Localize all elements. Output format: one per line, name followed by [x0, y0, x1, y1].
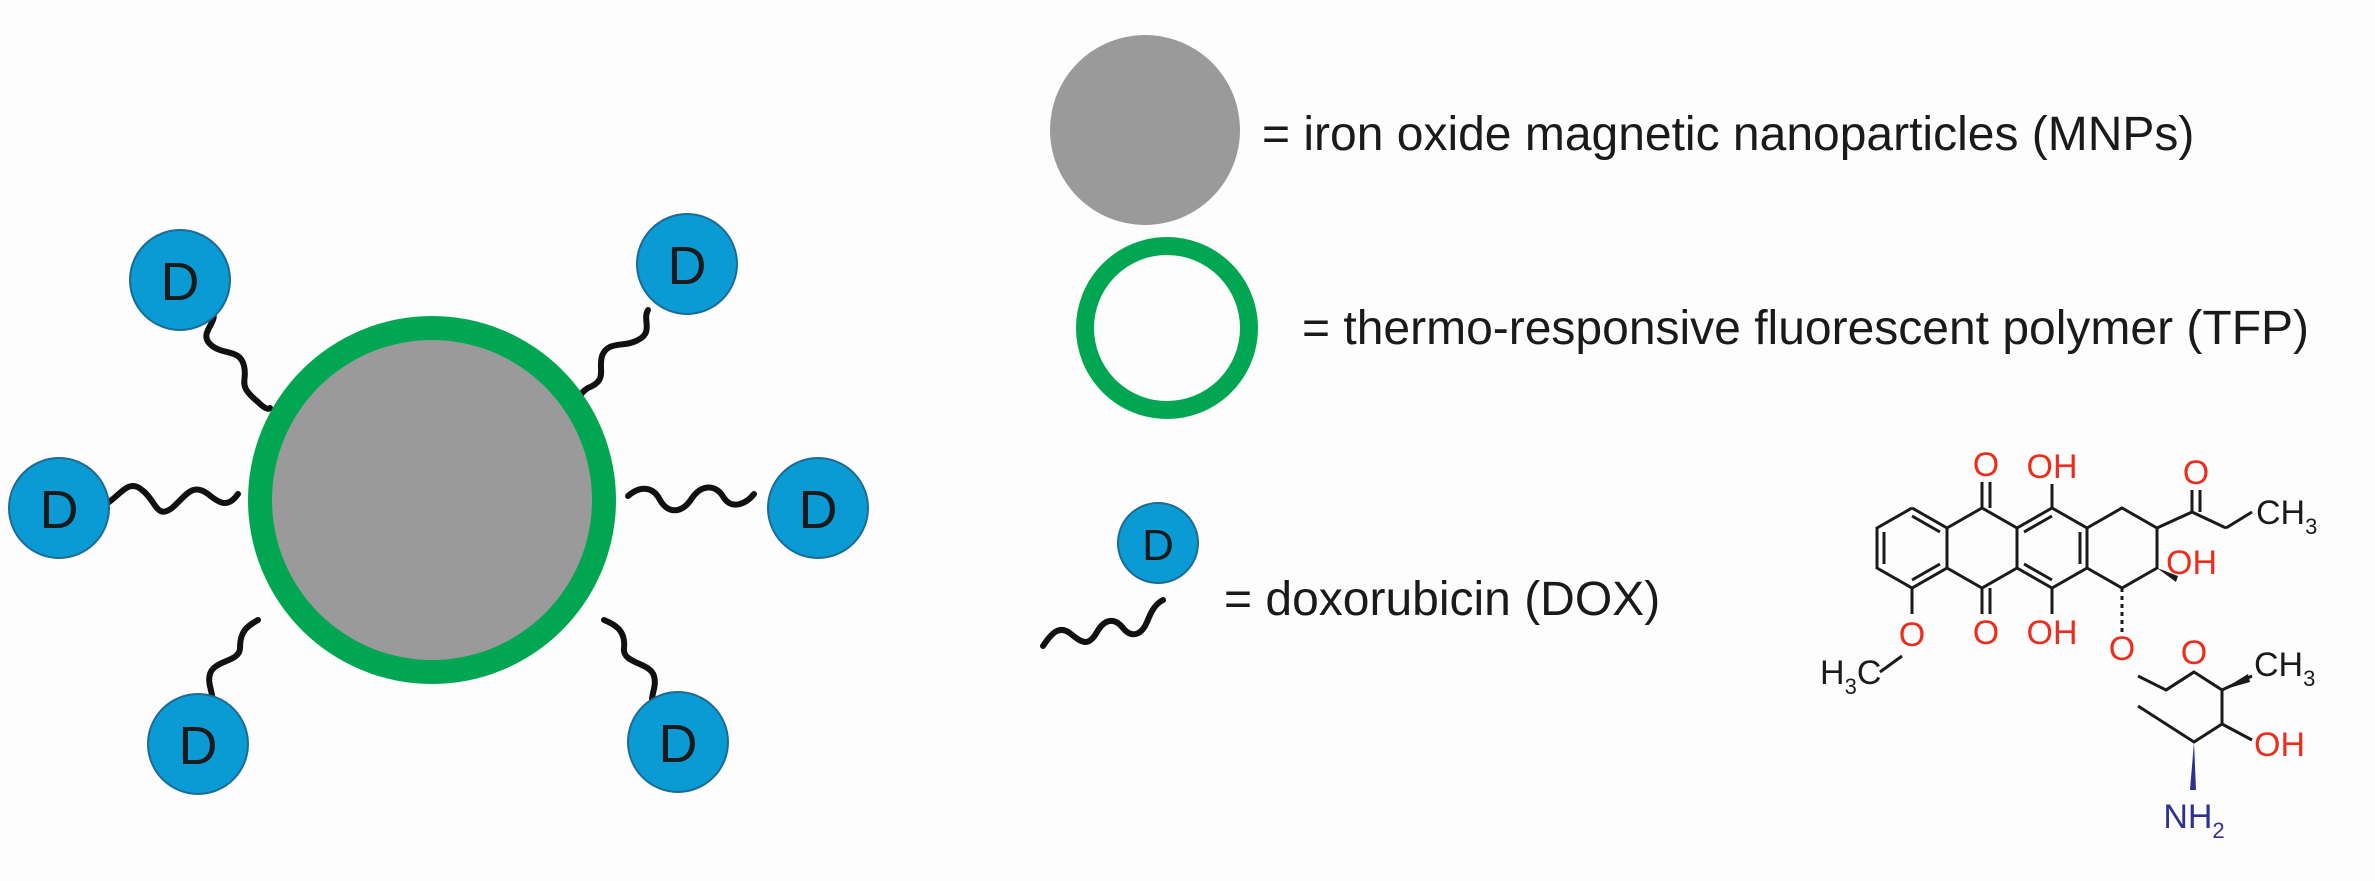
drug-sphere-upper-left: D — [129, 229, 231, 331]
atom-glycosidic-oxygen: O — [2109, 630, 2135, 668]
drug-label: D — [161, 252, 200, 312]
magnetic-core — [272, 340, 592, 660]
drug-sphere-left: D — [8, 457, 110, 559]
legend-dox-sphere: D — [1117, 502, 1199, 584]
atom-amine: NH2 — [2163, 798, 2224, 843]
atom-sidechain-methyl: CH3 — [2256, 494, 2317, 539]
legend: = iron oxide magnetic nanoparticles (MNP… — [1040, 35, 2309, 649]
linker-left — [103, 483, 241, 515]
atom-hydroxyl-ring-d: OH — [2166, 544, 2217, 582]
drug-label: D — [668, 236, 707, 296]
atom-ketone-top: O — [1973, 446, 1999, 484]
atom-sidechain-ketone: O — [2183, 454, 2209, 492]
legend-tfp-swatch — [1076, 237, 1258, 419]
legend-dox-linker — [1040, 597, 1166, 649]
wedge-bond-ch3 — [2222, 674, 2250, 690]
legend-mnp-swatch — [1050, 35, 1240, 225]
atom-methoxy-methyl: H3C — [1820, 654, 1881, 699]
atom-methoxy-oxygen: O — [1899, 616, 1925, 654]
doxorubicin-structure: O OH O CH3 OH O OH O H3C O O CH3 OH NH2 — [1820, 446, 2317, 843]
drug-label: D — [179, 716, 218, 776]
drug-sphere-lower-left: D — [147, 693, 249, 795]
legend-tfp-label: = thermo-responsive fluorescent polymer … — [1302, 302, 2309, 355]
wedge-bond-nh2 — [2190, 742, 2196, 790]
drug-label: D — [799, 480, 838, 540]
drug-sphere-upper-right: D — [636, 213, 738, 315]
atom-sugar-methyl: CH3 — [2254, 646, 2315, 691]
drug-label: D — [1142, 521, 1174, 570]
linker-lower-right — [601, 617, 659, 717]
atom-sugar-hydroxyl: OH — [2254, 726, 2305, 764]
bond-lines — [1875, 482, 2253, 744]
drug-sphere-lower-right: D — [627, 691, 729, 793]
linker-upper-left — [203, 307, 273, 412]
linker-lower-left — [206, 617, 261, 717]
drug-label: D — [659, 714, 698, 774]
linker-group — [103, 307, 757, 717]
legend-dox-label: = doxorubicin (DOX) — [1224, 573, 1660, 626]
drug-label: D — [40, 480, 79, 540]
atom-hydroxyl-bottom: OH — [2027, 614, 2078, 652]
drug-sphere-right: D — [767, 457, 869, 559]
atom-ring-oxygen: O — [2181, 634, 2207, 672]
nanoparticle-construct: D D D D D D — [8, 213, 869, 795]
atom-ketone-bottom: O — [1973, 614, 1999, 652]
wedge-bond-oh — [2157, 568, 2178, 582]
linker-right — [625, 484, 757, 514]
atom-hydroxyl-top: OH — [2027, 448, 2078, 486]
legend-mnp-label: = iron oxide magnetic nanoparticles (MNP… — [1262, 108, 2194, 161]
linker-upper-right — [576, 307, 651, 403]
atom-labels: O OH O CH3 OH O OH O H3C O O CH3 OH NH2 — [1820, 446, 2317, 843]
